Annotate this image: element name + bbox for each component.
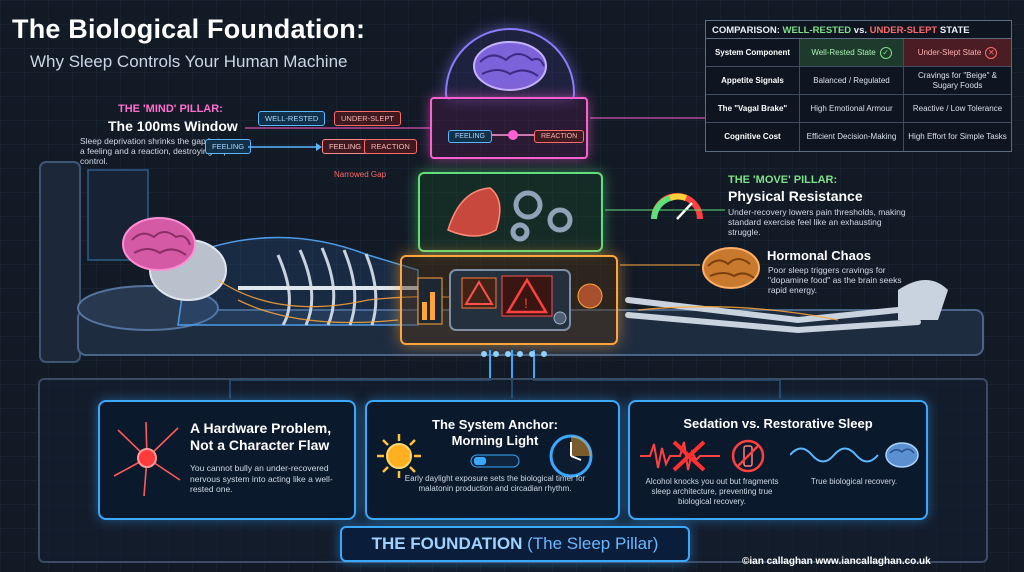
neuron-icon [113,421,181,497]
column-header-component: System Component [706,39,800,66]
x-circle-icon: ✕ [985,46,998,59]
hardware-title: A Hardware Problem, Not a Character Flaw [190,420,332,453]
gap-arrow-icon [492,130,534,140]
check-icon: ✓ [879,46,892,59]
credit-text: ©ian callaghan www.iancallaghan.co.uk [742,556,931,567]
comparison-title-under: UNDER-SLEPT [869,25,938,36]
feeling-label-under: FEELING [322,139,369,154]
anchor-desc: Early daylight exposure sets the biologi… [404,474,586,493]
sedation-true-desc: True biological recovery. [810,477,898,486]
sleep-wave-icon [790,447,879,463]
foundation-main: THE FOUNDATION [371,534,523,553]
page-title: The Biological Foundation: [12,14,366,44]
comparison-title-vs: vs. [851,25,870,36]
table-cell: Cravings for "Beige" & Sugary Foods [917,70,998,90]
bed-illustration [39,161,984,363]
sun-icon [377,434,421,478]
table-cell: High Effort for Simple Tasks [908,132,1007,142]
svg-text:!: ! [524,295,528,311]
clock-icon [549,434,593,478]
foundation-banner: THE FOUNDATION (The Sleep Pillar) [340,526,690,562]
table-cell: Balanced / Regulated [800,67,904,94]
sedation-alcohol-desc: Alcohol knocks you out but fragments sle… [645,477,779,506]
mind-pillar-box [430,97,588,159]
comparison-title-well: WELL-RESTED [782,25,852,36]
blue-brain-icon [885,442,919,468]
column-header-well-text: Well-Rested State [811,47,876,57]
feeling-label-well: FEELING [205,139,252,154]
sedation-panel [628,400,928,520]
comparison-header-row: System Component Well-Rested State✓ Unde… [706,39,1011,67]
column-header-under-text: Under-Slept State [917,47,982,57]
table-row: The "Vagal Brake" High Emotional Armour … [706,95,1011,123]
table-row: Cognitive Cost Efficient Decision-Making… [706,123,1011,151]
hardware-panel [98,400,356,520]
narrowed-gap-label: Narrowed Gap [334,170,387,179]
page-subtitle: Why Sleep Controls Your Human Machine [30,52,348,71]
comparison-title: COMPARISON: WELL-RESTED vs. UNDER-SLEPT … [706,21,1011,39]
comparison-title-prefix: COMPARISON: [712,25,783,36]
comparison-table: COMPARISON: WELL-RESTED vs. UNDER-SLEPT … [705,20,1012,152]
table-cell: Cognitive Cost [706,123,800,151]
hormonal-desc: Poor sleep triggers cravings for "dopami… [768,265,902,296]
no-alcohol-icon [731,439,765,473]
under-slept-label: UNDER-SLEPT [334,111,401,126]
move-pillar-tag: THE 'MOVE' PILLAR: [728,174,838,186]
mind-pillar-desc: Sleep deprivation shrinks the gap betwee… [80,136,244,167]
comparison-title-suffix: STATE [937,25,970,36]
mind-pillar-tag: THE 'MIND' PILLAR: [118,103,223,115]
top-brain-icon [473,41,547,91]
reaction-label-under: REACTION [364,139,417,154]
reaction-label-center: REACTION [534,130,585,143]
foundation-sub: (The Sleep Pillar) [527,534,659,553]
table-row: Appetite Signals Balanced / Regulated Cr… [706,67,1011,95]
heartbeat-icon [640,440,720,472]
mind-pillar-title: The 100ms Window [108,118,238,134]
column-header-well: Well-Rested State✓ [800,39,904,66]
move-pillar-box [418,172,603,252]
hormonal-title: Hormonal Chaos [767,248,872,263]
hardware-desc: You cannot bully an under-recovered nerv… [190,463,333,495]
muscle-gears-icon [447,187,573,242]
anchor-title: The System Anchor: Morning Light [432,417,558,448]
table-cell: The "Vagal Brake" [706,95,800,122]
well-rested-label: WELL-RESTED [258,111,326,126]
table-cell: Efficient Decision-Making [800,123,904,151]
table-cell: High Emotional Armour [800,95,904,122]
feeling-label-center: FEELING [448,130,492,143]
table-cell: Reactive / Low Tolerance [912,103,1003,113]
brain-icon [122,217,196,271]
move-pillar-desc: Under-recovery lowers pain thresholds, m… [728,207,906,238]
sedation-title: Sedation vs. Restorative Sleep [683,416,873,431]
control-panel-icon: ! [417,269,603,331]
table-cell: Appetite Signals [706,67,800,94]
arrow-icon [248,143,322,151]
toggle-icon [470,454,520,468]
column-header-under: Under-Slept State✕ [904,39,1011,66]
move-pillar-title: Physical Resistance [728,188,863,204]
orange-brain-icon [702,247,760,289]
